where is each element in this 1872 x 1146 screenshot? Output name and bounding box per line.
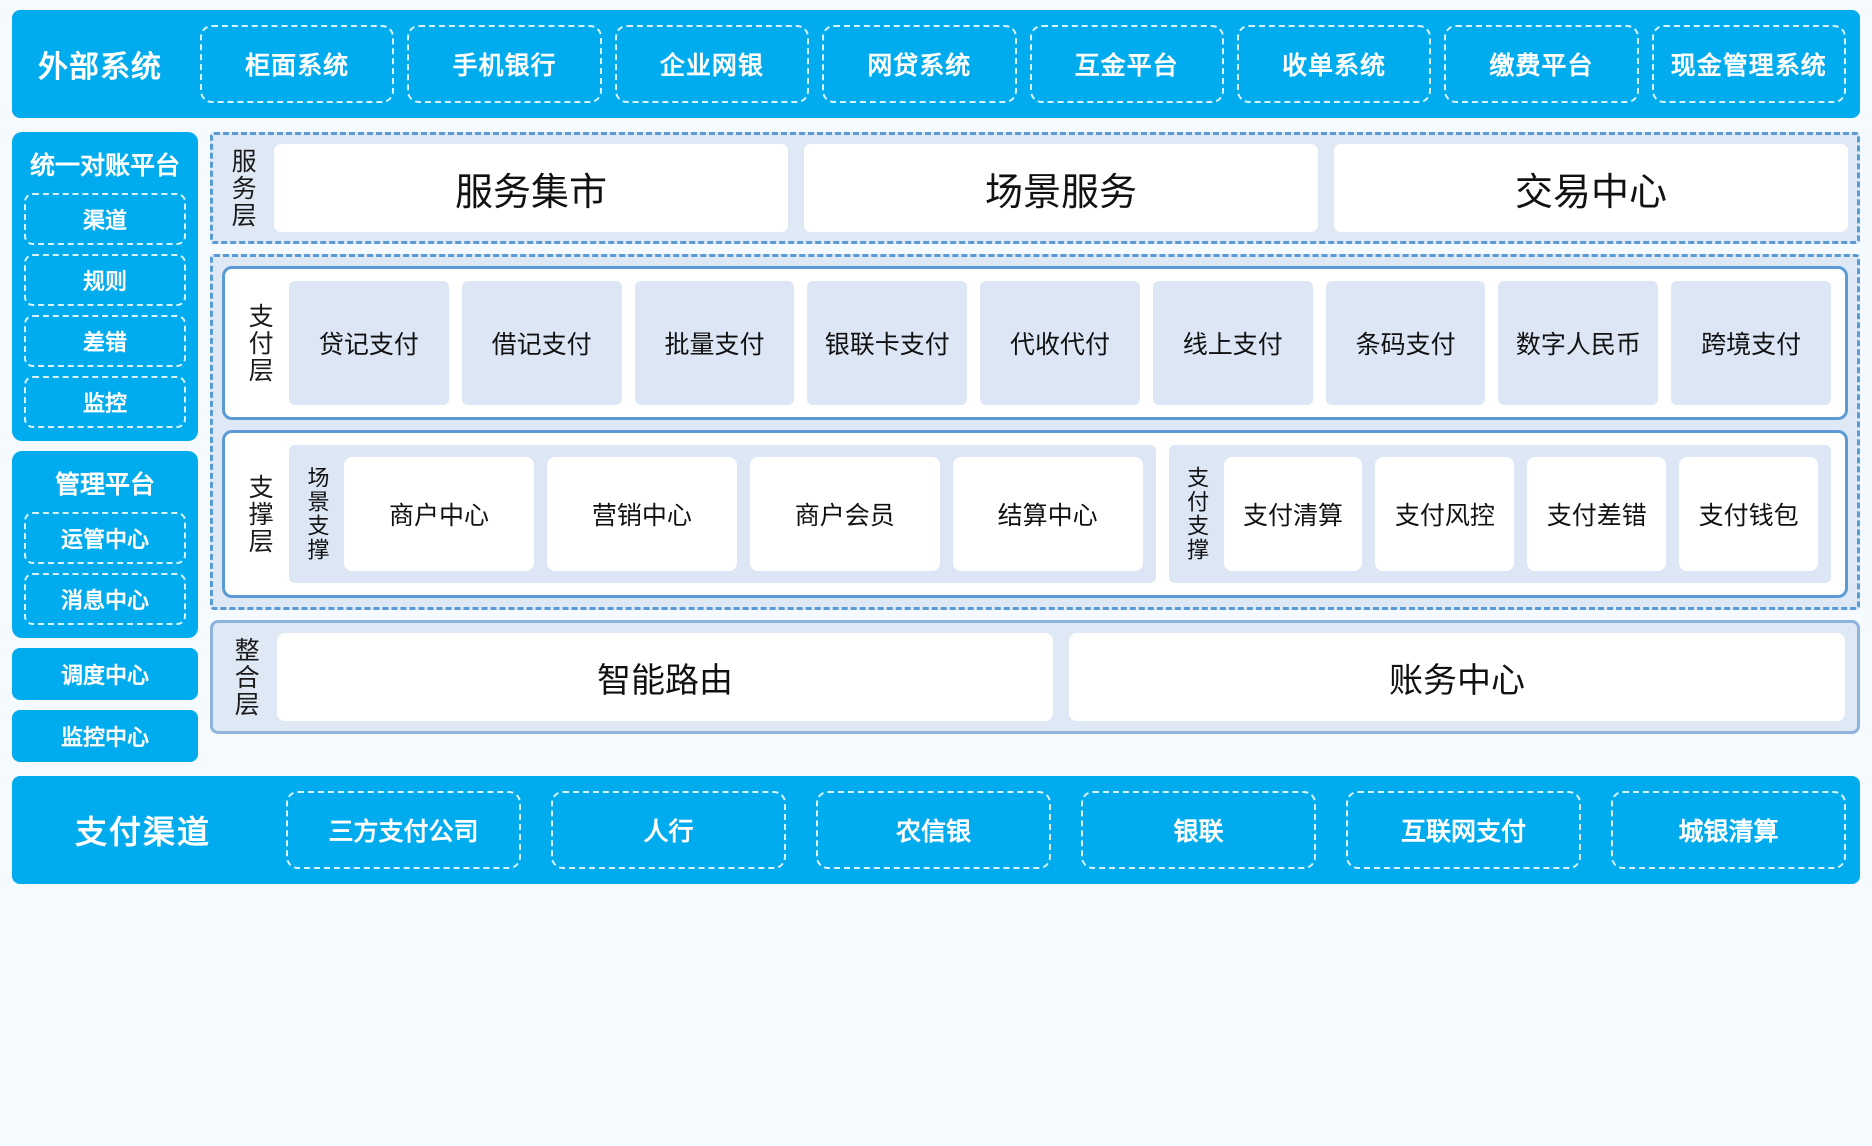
external-systems-band: 外部系统 柜面系统 手机银行 企业网银 网贷系统 互金平台 收单系统 缴费平台 … xyxy=(12,10,1860,118)
support-group-scenario: 场景支撑 商户中心 营销中心 商户会员 结算中心 xyxy=(289,445,1156,583)
support-card-settlement-center[interactable]: 结算中心 xyxy=(952,457,1143,571)
support-card-payment-clearing[interactable]: 支付清算 xyxy=(1223,457,1363,571)
service-layer-row: 服务层 服务集市 场景服务 交易中心 xyxy=(222,144,1848,232)
payment-layer-panel: 支付层 贷记支付 借记支付 批量支付 银联卡支付 代收代付 线上支付 条码支付 … xyxy=(222,266,1848,420)
external-system-item[interactable]: 互金平台 xyxy=(1029,25,1224,103)
support-card-merchant-member[interactable]: 商户会员 xyxy=(749,457,940,571)
support-group-payment-label: 支付支撑 xyxy=(1184,466,1210,562)
support-card-payment-wallet[interactable]: 支付钱包 xyxy=(1679,457,1819,571)
integration-layer-panel: 整合层 智能路由 账务中心 xyxy=(210,620,1860,734)
payment-cell-digital-rmb[interactable]: 数字人民币 xyxy=(1498,281,1659,405)
monitoring-center-button[interactable]: 监控中心 xyxy=(12,710,198,762)
service-layer-box: 服务层 服务集市 场景服务 交易中心 xyxy=(210,132,1860,244)
external-system-item[interactable]: 缴费平台 xyxy=(1444,25,1639,103)
payment-channel-rcc[interactable]: 农信银 xyxy=(816,791,1051,869)
support-card-payment-risk[interactable]: 支付风控 xyxy=(1375,457,1515,571)
management-item-message-center[interactable]: 消息中心 xyxy=(24,573,186,625)
reconciliation-item-rule[interactable]: 规则 xyxy=(24,254,186,306)
middle-section: 统一对账平台 渠道 规则 差错 监控 管理平台 运管中心 消息中心 调度中心 监… xyxy=(12,132,1860,762)
payment-channel-city-bank-clearing[interactable]: 城银清算 xyxy=(1611,791,1846,869)
service-card-scenario[interactable]: 场景服务 xyxy=(804,144,1318,232)
support-group-payment-cards: 支付清算 支付风控 支付差错 支付钱包 xyxy=(1223,457,1819,571)
integration-layer-cards: 智能路由 账务中心 xyxy=(277,633,1845,721)
integration-card-smart-routing[interactable]: 智能路由 xyxy=(277,633,1053,721)
support-layer-groups: 场景支撑 商户中心 营销中心 商户会员 结算中心 xyxy=(289,445,1831,583)
payment-channel-internet-payment[interactable]: 互联网支付 xyxy=(1346,791,1581,869)
payment-channels-list: 三方支付公司 人行 农信银 银联 互联网支付 城银清算 xyxy=(286,791,1846,869)
support-card-marketing-center[interactable]: 营销中心 xyxy=(546,457,737,571)
support-group-scenario-label: 场景支撑 xyxy=(304,466,330,562)
payment-cell-debit[interactable]: 借记支付 xyxy=(461,281,622,405)
payment-channel-pboc[interactable]: 人行 xyxy=(551,791,786,869)
external-system-item[interactable]: 现金管理系统 xyxy=(1651,25,1846,103)
management-platform-panel: 管理平台 运管中心 消息中心 xyxy=(12,451,198,638)
reconciliation-item-monitor[interactable]: 监控 xyxy=(24,376,186,428)
external-system-item[interactable]: 柜面系统 xyxy=(200,25,395,103)
payment-cell-online[interactable]: 线上支付 xyxy=(1152,281,1313,405)
service-card-marketplace[interactable]: 服务集市 xyxy=(274,144,788,232)
payment-cell-batch[interactable]: 批量支付 xyxy=(634,281,795,405)
payment-layer-label: 支付层 xyxy=(245,302,274,384)
management-platform-title: 管理平台 xyxy=(54,471,155,499)
service-layer-cards: 服务集市 场景服务 交易中心 xyxy=(274,144,1848,232)
integration-card-accounting-center[interactable]: 账务中心 xyxy=(1069,633,1845,721)
service-card-transaction-center[interactable]: 交易中心 xyxy=(1334,144,1848,232)
support-card-merchant-center[interactable]: 商户中心 xyxy=(344,457,534,571)
external-system-item[interactable]: 手机银行 xyxy=(407,25,602,103)
support-layer-panel: 支撑层 场景支撑 商户中心 营销中心 商户会员 xyxy=(222,430,1848,598)
reconciliation-platform-panel: 统一对账平台 渠道 规则 差错 监控 xyxy=(12,132,198,441)
payment-channel-third-party[interactable]: 三方支付公司 xyxy=(286,791,521,869)
payment-cell-cross-border[interactable]: 跨境支付 xyxy=(1671,281,1832,405)
payment-cell-barcode[interactable]: 条码支付 xyxy=(1325,281,1486,405)
payment-cell-credit[interactable]: 贷记支付 xyxy=(289,281,449,405)
reconciliation-platform-title: 统一对账平台 xyxy=(29,152,180,180)
support-group-payment: 支付支撑 支付清算 支付风控 支付差错 支付钱包 xyxy=(1168,445,1831,583)
payment-channels-title: 支付渠道 xyxy=(74,814,211,850)
external-system-item[interactable]: 收单系统 xyxy=(1236,25,1432,103)
external-system-item[interactable]: 网贷系统 xyxy=(822,25,1017,103)
integration-layer-label: 整合层 xyxy=(231,636,260,718)
payment-cell-collection-payment[interactable]: 代收代付 xyxy=(980,281,1140,405)
service-layer-label: 服务层 xyxy=(228,147,257,229)
management-item-operations-center[interactable]: 运管中心 xyxy=(24,512,186,564)
core-layers-box: 支付层 贷记支付 借记支付 批量支付 银联卡支付 代收代付 线上支付 条码支付 … xyxy=(210,254,1860,610)
reconciliation-item-channel[interactable]: 渠道 xyxy=(24,193,186,245)
payment-cell-unionpay-card[interactable]: 银联卡支付 xyxy=(807,281,968,405)
scheduling-center-button[interactable]: 调度中心 xyxy=(12,648,198,700)
support-card-payment-error[interactable]: 支付差错 xyxy=(1527,457,1667,571)
layers-column: 服务层 服务集市 场景服务 交易中心 支付层 xyxy=(210,132,1860,734)
core-layers-stack: 支付层 贷记支付 借记支付 批量支付 银联卡支付 代收代付 线上支付 条码支付 … xyxy=(222,266,1848,598)
left-sidebar: 统一对账平台 渠道 规则 差错 监控 管理平台 运管中心 消息中心 调度中心 监… xyxy=(12,132,198,762)
support-group-scenario-cards: 商户中心 营销中心 商户会员 结算中心 xyxy=(344,457,1143,571)
payment-layer-cells: 贷记支付 借记支付 批量支付 银联卡支付 代收代付 线上支付 条码支付 数字人民… xyxy=(289,281,1832,405)
support-layer-label: 支撑层 xyxy=(245,473,274,555)
external-systems-title: 外部系统 xyxy=(38,51,162,84)
external-system-item[interactable]: 企业网银 xyxy=(614,25,810,103)
payment-channels-band: 支付渠道 三方支付公司 人行 农信银 银联 互联网支付 城银清算 xyxy=(12,776,1860,884)
reconciliation-item-error[interactable]: 差错 xyxy=(24,315,186,367)
payment-channel-unionpay[interactable]: 银联 xyxy=(1081,791,1316,869)
external-systems-list: 柜面系统 手机银行 企业网银 网贷系统 互金平台 收单系统 缴费平台 现金管理系… xyxy=(200,25,1846,103)
